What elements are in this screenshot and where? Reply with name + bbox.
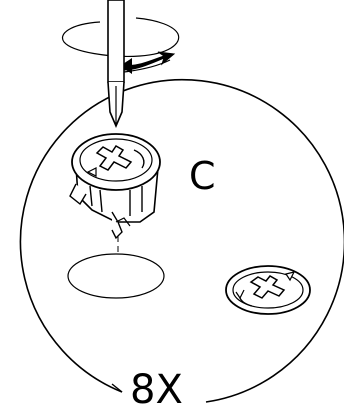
detail-circle: [19, 78, 344, 403]
rotation-arrow-icon: [61, 17, 180, 74]
pre-drilled-hole-icon: [67, 253, 165, 299]
quantity-label: 8X: [124, 370, 189, 410]
part-letter-label: C: [189, 154, 216, 198]
cam-lock-fitting-icon: [69, 133, 161, 240]
detail-circle-tail: [111, 383, 123, 393]
cam-lock-top-view-icon: [225, 265, 311, 315]
screwdriver-icon: [107, 0, 125, 129]
